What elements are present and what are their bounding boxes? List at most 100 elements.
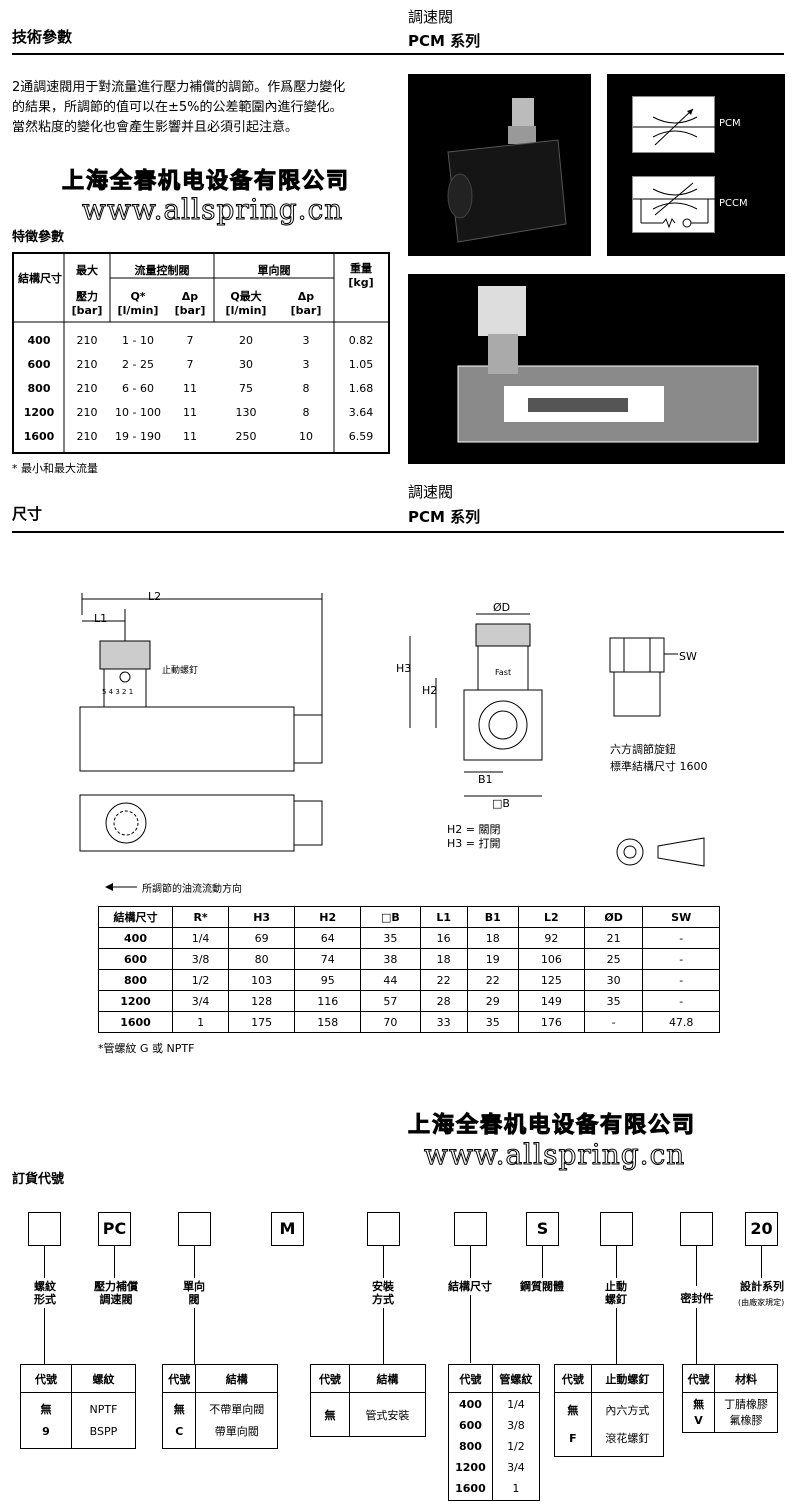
cell: 3.64 [348, 405, 374, 419]
cell: 3/8 [171, 948, 230, 970]
intro-text: 2通調速閥用于對流量進行壓力補償的調節。作爲壓力變化 的結果，所調節的值可以在±… [12, 78, 404, 138]
code-box-thread [28, 1212, 61, 1246]
spec-sub-dp1: Δp[bar] [166, 290, 214, 318]
connector [194, 1246, 195, 1278]
cell: 57 [360, 990, 421, 1012]
cell: 158 [294, 1011, 362, 1033]
cell: 92 [517, 927, 585, 949]
series-name-2: PCM 系列 [408, 508, 481, 526]
cell-line: 滾花螺釘 [605, 1431, 650, 1445]
cell: 128 [228, 990, 296, 1012]
valve-section-icon [408, 274, 785, 464]
sub-unit: [bar] [290, 304, 322, 317]
connector [470, 1295, 471, 1363]
header-cell: H3 [228, 906, 296, 928]
watermark-url-2: www.allspring.cn [423, 1138, 686, 1172]
fast-label: Fast [495, 668, 512, 677]
header-cell: 結構 [348, 1364, 427, 1393]
sw-label: SW [679, 650, 697, 663]
cell-line: BSPP [89, 1424, 118, 1438]
header-cell: R* [171, 906, 230, 928]
section-title-tech: 技術參數 [12, 28, 73, 46]
label-steel: 鋼質閥體 [520, 1280, 564, 1293]
watermark-url: www.allspring.cn [81, 193, 344, 227]
dim-footnote: *管螺紋 G 或 NPTF [98, 1042, 195, 1055]
sub-unit: [l/min] [117, 304, 159, 317]
cell: 80 [228, 948, 296, 970]
connector [616, 1308, 617, 1364]
h3-note: H3 = 打開 [447, 837, 501, 850]
cell: 1 [171, 1011, 230, 1033]
intro-line: 當然粘度的變化也會產生影響并且必須引起注意。 [12, 120, 299, 135]
cell: 125 [517, 969, 585, 991]
dim-label-l2: L2 [148, 590, 162, 603]
throttle-check-symbol-icon [633, 182, 716, 229]
cell: 210 [76, 333, 98, 347]
section-title-dims: 尺寸 [12, 505, 43, 523]
features-title: 特徵參數 [12, 230, 65, 245]
cell: 400 [98, 927, 173, 949]
order-title: 訂貨代號 [12, 1172, 65, 1187]
cell: 116 [294, 990, 362, 1012]
code-box-mount [367, 1212, 400, 1246]
spec-col-weight: 重量[kg] [334, 262, 388, 290]
header-cell: 代號 [161, 1364, 197, 1393]
cell: 內六方式滾花螺釘 [590, 1392, 665, 1457]
header-cell: 螺紋 [70, 1364, 137, 1393]
watermark-company-2: 上海全春机电设备有限公司 [407, 1112, 697, 1139]
cell: 38 [360, 948, 421, 970]
cell: 19 [466, 948, 519, 970]
cell: 149 [517, 990, 585, 1012]
cell: 1200 [98, 990, 173, 1012]
cell: 7 [186, 333, 194, 347]
label-check: 單向 閥 [183, 1280, 205, 1306]
cell: 600 [27, 357, 51, 371]
code-box-seal [680, 1212, 713, 1246]
cell-line: 丁腈橡膠 [724, 1397, 769, 1411]
sub-label: Q* [130, 290, 146, 303]
sub-unit: [bar] [174, 304, 206, 317]
cell-line: 無 [40, 1402, 52, 1416]
symbol-panel: PCM PCCM [607, 74, 785, 256]
cell: 1200 [23, 405, 55, 419]
cell-line: 不帶單向閥 [209, 1402, 265, 1416]
projection-symbol-icon [616, 837, 705, 867]
spec-sub-dp2: Δp[bar] [278, 290, 334, 318]
cell: 無 [310, 1392, 350, 1437]
cell: 30 [239, 357, 253, 371]
cell: 130 [235, 405, 257, 419]
cell: 1.05 [348, 357, 374, 371]
cell-line: 800 [458, 1440, 482, 1453]
cell: 210 [76, 429, 98, 443]
connector [44, 1308, 45, 1364]
cell: - [642, 927, 720, 949]
product-photo [408, 74, 591, 256]
cell: 不帶單向閥帶單向閥 [195, 1392, 278, 1449]
cell: 800 [27, 381, 51, 395]
cell: 1600 [98, 1011, 173, 1033]
cell-line: 無 [173, 1402, 185, 1416]
cell: 210 [76, 405, 98, 419]
cell: - [583, 1011, 644, 1033]
connector [470, 1246, 471, 1278]
connector [616, 1246, 617, 1278]
cell: 28 [419, 990, 468, 1012]
cell-line: 1/4 [507, 1398, 525, 1411]
cell: 95 [294, 969, 362, 991]
cell-line: 600 [458, 1419, 482, 1432]
cell: 6 - 60 [122, 381, 154, 395]
hex-note-2: 標準結構尺寸 1600 [610, 760, 708, 773]
pccm-label: PCCM [719, 198, 748, 209]
pcm-label: PCM [719, 118, 741, 129]
code-box-pc: PC [98, 1212, 131, 1246]
dim-label-d: ØD [493, 601, 511, 614]
cell: 0.82 [348, 333, 374, 347]
cell: 1.68 [348, 381, 374, 395]
